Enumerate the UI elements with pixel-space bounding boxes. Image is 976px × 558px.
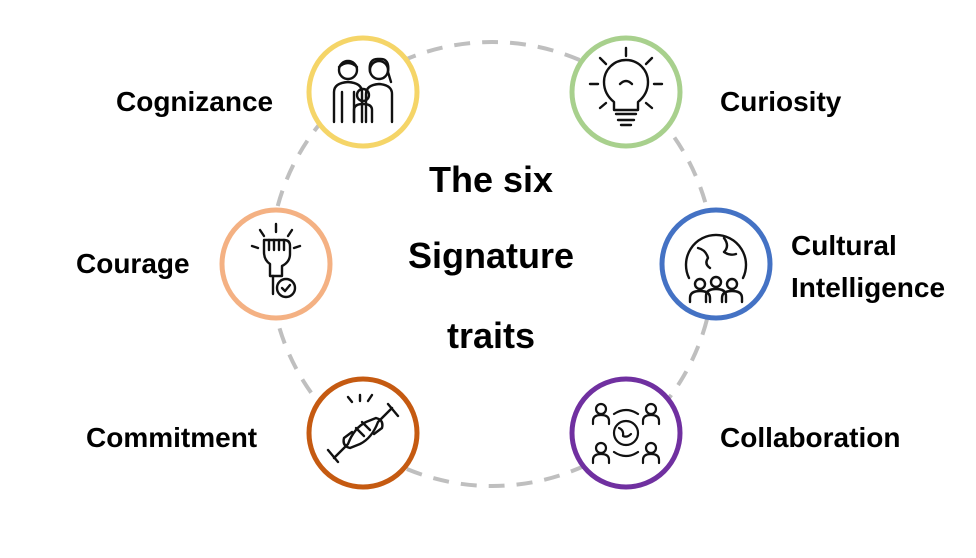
label-cognizance: Cognizance (116, 86, 274, 117)
node-commitment (306, 376, 420, 490)
label-intelligence: Intelligence (791, 272, 946, 303)
network-people-icon (591, 402, 661, 465)
label-curiosity: Curiosity (720, 86, 842, 117)
label-cultural: Cultural (791, 230, 897, 261)
globe-people-icon (684, 233, 748, 304)
node-collaboration (569, 376, 683, 490)
label-collaboration: Collaboration (720, 422, 901, 453)
raised-fist-icon (250, 222, 302, 299)
label-courage: Courage (76, 248, 190, 279)
node-courage (219, 207, 333, 321)
title-line-1: The six (428, 159, 554, 200)
handshake-icon (326, 393, 400, 464)
node-cognizance (306, 35, 420, 149)
lightbulb-icon (588, 46, 664, 127)
node-cultural-intelligence (659, 207, 773, 321)
node-curiosity (569, 35, 683, 149)
label-commitment: Commitment (86, 422, 258, 453)
title-line-2: Signature (407, 235, 575, 276)
title-line-3: traits (446, 315, 536, 356)
family-icon (332, 57, 394, 124)
